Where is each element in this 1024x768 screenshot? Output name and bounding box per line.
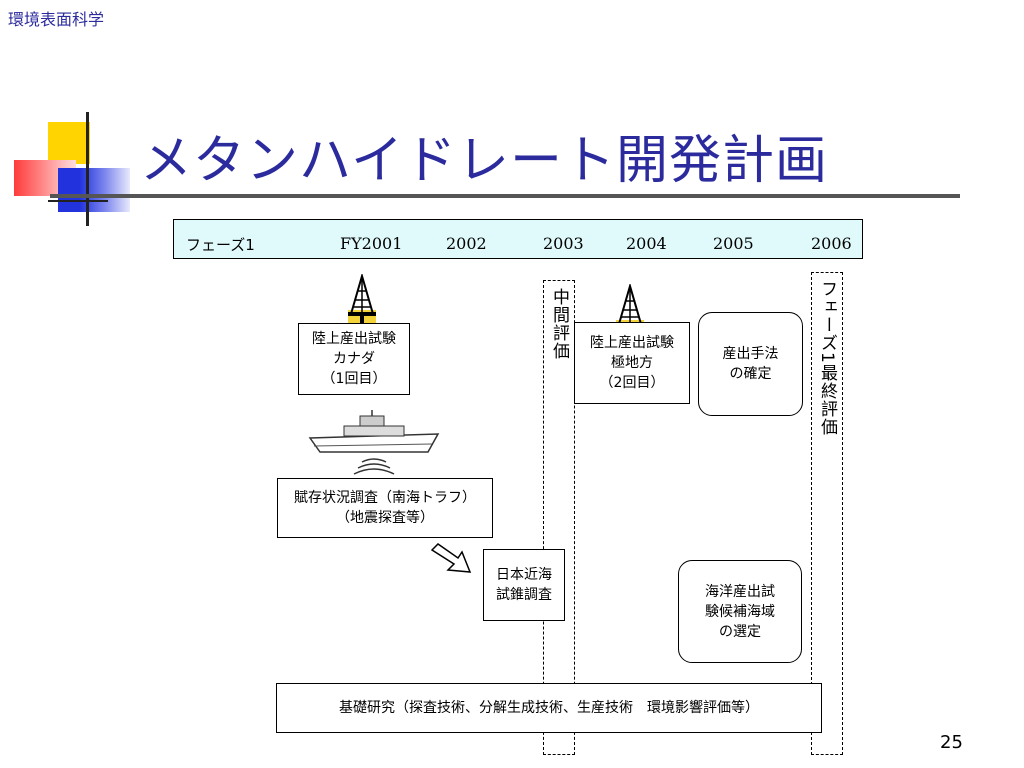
survey-ship-icon bbox=[308, 410, 440, 475]
box-line: （2回目） bbox=[599, 375, 665, 391]
box-line: 日本近海 bbox=[496, 567, 552, 583]
box-line: 基礎研究（探査技術、分解生成技術、生産技術 環境影響評価等） bbox=[339, 700, 759, 716]
box-line: 陸上産出試験 bbox=[590, 335, 674, 351]
reserve-survey-box: 賦存状況調査（南海トラフ） （地震探査等） bbox=[277, 478, 493, 538]
box-line: の選定 bbox=[719, 623, 761, 640]
box-line: 賦存状況調査（南海トラフ） bbox=[294, 490, 476, 506]
decor-vertical-line bbox=[86, 112, 89, 226]
decor-blue-bar bbox=[58, 168, 130, 212]
interim-review-column bbox=[543, 280, 575, 755]
box-line: カナダ bbox=[333, 351, 375, 367]
box-line: 海洋産出試 bbox=[705, 583, 775, 600]
title-rule bbox=[50, 194, 960, 198]
box-line: 陸上産出試験 bbox=[312, 331, 396, 347]
year-label: 2004 bbox=[626, 234, 667, 253]
offshore-drilling-box: 日本近海 試錐調査 bbox=[483, 549, 565, 621]
offshore-site-box: 海洋産出試 験候補海域 の選定 bbox=[678, 560, 802, 663]
box-line: 極地方 bbox=[611, 355, 653, 371]
box-line: 験候補海域 bbox=[705, 603, 775, 620]
drilling-rig-icon bbox=[348, 274, 376, 324]
page-number: 25 bbox=[940, 732, 963, 753]
year-label: 2003 bbox=[543, 234, 584, 253]
phase-label: フェーズ1 bbox=[186, 236, 255, 254]
box-line: 産出手法 bbox=[722, 346, 779, 362]
box-line: （地震探査等） bbox=[336, 510, 434, 526]
header-label: 環境表面科学 bbox=[8, 10, 105, 29]
year-label: 2002 bbox=[446, 234, 487, 253]
interim-review-label: 中間評価 bbox=[549, 288, 569, 360]
box-line: 試錐調査 bbox=[496, 587, 552, 603]
timeline-bar bbox=[173, 219, 863, 259]
box-line: の確定 bbox=[729, 366, 772, 382]
onshore-test-arctic-box: 陸上産出試験 極地方 （2回目） bbox=[574, 322, 690, 404]
arrow-icon bbox=[430, 543, 472, 573]
decor-yellow-square bbox=[48, 122, 90, 164]
final-review-label: フェーズ1最終評価 bbox=[817, 280, 837, 436]
slide-title: メタンハイドレート開発計画 bbox=[140, 131, 828, 191]
year-label: 2005 bbox=[713, 234, 754, 253]
final-review-column bbox=[811, 272, 843, 755]
decor-horizontal-line bbox=[48, 200, 108, 202]
year-label: 2006 bbox=[811, 234, 852, 253]
basic-research-box: 基礎研究（探査技術、分解生成技術、生産技術 環境影響評価等） bbox=[276, 683, 822, 733]
year-label: FY2001 bbox=[340, 234, 403, 253]
box-line: （1回目） bbox=[321, 371, 387, 387]
production-method-box: 産出手法 の確定 bbox=[698, 312, 803, 416]
onshore-test-canada-box: 陸上産出試験 カナダ （1回目） bbox=[298, 323, 410, 395]
